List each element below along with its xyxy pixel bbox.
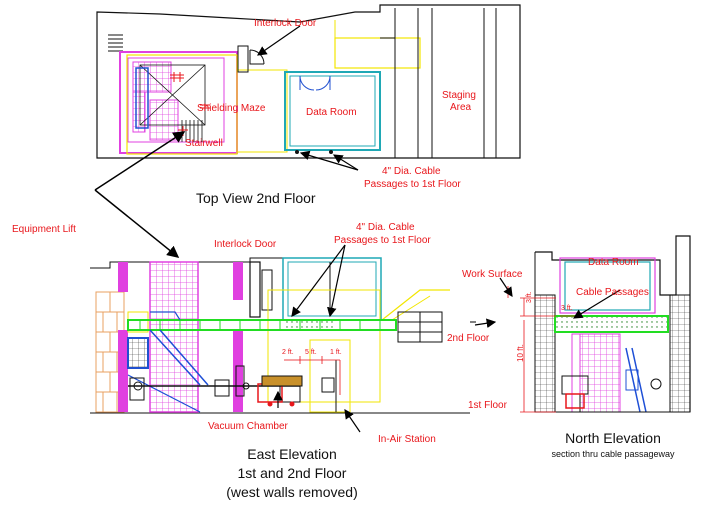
top-cable-passages-label-line2: Passages to 1st Floor: [364, 179, 461, 190]
first-floor-label: 1st Floor: [468, 400, 507, 411]
in-air-station-label: In-Air Station: [378, 434, 436, 445]
vacuum-chamber-label: Vacuum Chamber: [208, 421, 288, 432]
dim-10ft-label: 10 ft.: [516, 344, 525, 362]
cable-passages-label: Cable Passages: [576, 287, 649, 298]
equipment-lift-label: Equipment Lift: [12, 224, 76, 235]
dim-3ft-vertical-label: 3 ft.: [526, 291, 533, 303]
east-interlock-door-label: Interlock Door: [214, 239, 277, 250]
east-elevation-title-line1: East Elevation: [247, 446, 337, 462]
staging-area-label-line2: Area: [450, 102, 472, 113]
north-elevation-title: North Elevation: [565, 430, 661, 446]
east-elevation-title-line2: 1st and 2nd Floor: [237, 465, 347, 481]
east-cable-passages-label-line2: Passages to 1st Floor: [334, 235, 431, 246]
stairwell-label: Stairwell: [185, 138, 223, 149]
east-cable-passages-label-line1: 4" Dia. Cable: [356, 222, 415, 233]
dim-3ft-horizontal-label: 3 ft.: [561, 305, 573, 312]
top-view-plan: [96, 4, 521, 171]
dim-1ft-label: 1 ft.: [330, 349, 342, 356]
top-cable-passages-label-line1: 4" Dia. Cable: [382, 166, 441, 177]
north-data-room-label: Data Room: [588, 257, 639, 268]
second-floor-label: 2nd Floor: [447, 333, 490, 344]
dim-2ft-label: 2 ft.: [282, 349, 294, 356]
work-surface-label: Work Surface: [462, 269, 523, 280]
dim-5ft-label: 5 ft.: [305, 349, 317, 356]
top-data-room-label: Data Room: [306, 107, 357, 118]
shielding-maze-label: Shielding Maze: [197, 103, 266, 114]
top-view-title: Top View 2nd Floor: [196, 190, 316, 206]
stairs-top-left: [108, 34, 123, 52]
east-elevation-title-line3: (west walls removed): [226, 484, 358, 500]
east-elevation-drawing: [90, 244, 476, 433]
staging-area-label-line1: Staging: [442, 90, 476, 101]
top-interlock-door-label: Interlock Door: [254, 18, 317, 29]
north-elevation-drawing: [474, 235, 691, 413]
north-elevation-subtitle: section thru cable passageway: [551, 449, 675, 459]
